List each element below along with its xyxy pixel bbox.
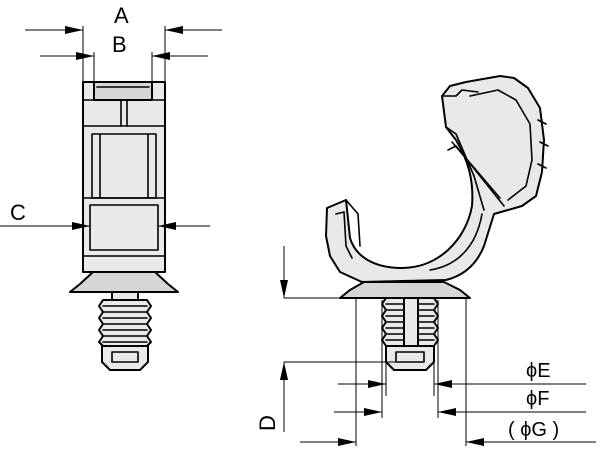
fir-tree-stud-side bbox=[381, 297, 439, 371]
dimension-b: B bbox=[40, 32, 208, 82]
label-c: C bbox=[10, 200, 26, 225]
flange-front bbox=[69, 271, 179, 293]
side-view: D ϕE ϕF ( ϕG ) bbox=[255, 75, 596, 446]
dimension-a: A bbox=[25, 3, 222, 86]
dimension-f: ϕF bbox=[334, 388, 586, 416]
fir-tree-stud-front bbox=[98, 299, 152, 371]
front-view: A B C bbox=[0, 3, 222, 371]
label-d: D bbox=[255, 415, 280, 431]
dimension-d: D bbox=[255, 246, 400, 432]
label-b: B bbox=[112, 32, 127, 57]
dimension-e: ϕE bbox=[338, 360, 586, 388]
label-g: ( ϕG ) bbox=[508, 419, 559, 441]
clamp-ring bbox=[325, 75, 545, 283]
flange-side bbox=[339, 281, 471, 299]
label-f: ϕF bbox=[526, 388, 549, 410]
dimension-c: C bbox=[0, 200, 210, 230]
label-a: A bbox=[114, 3, 129, 28]
label-e: ϕE bbox=[526, 360, 551, 382]
clip-body-front bbox=[82, 81, 166, 273]
dimension-g: ( ϕG ) bbox=[300, 419, 596, 446]
